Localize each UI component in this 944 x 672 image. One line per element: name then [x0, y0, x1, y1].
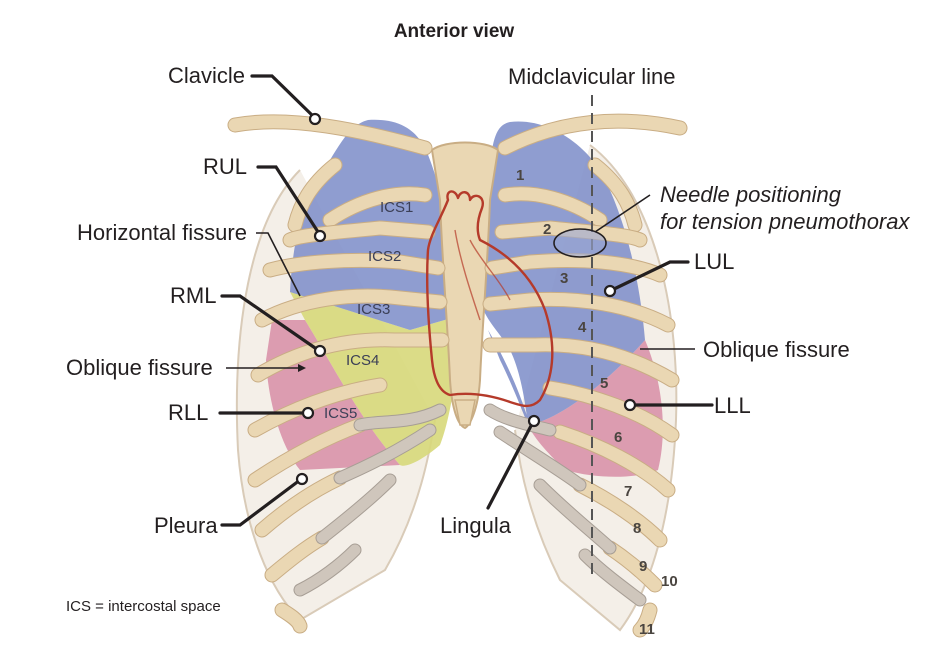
ics-label: ICS3 [357, 301, 390, 318]
label-rml: RML [170, 283, 216, 308]
label-lingula: Lingula [440, 513, 512, 538]
pleura-marker [295, 472, 309, 486]
xiphoid [454, 399, 476, 426]
lingula-leader [486, 420, 535, 510]
rib-number: 9 [639, 558, 647, 575]
clavicle-leader [250, 74, 317, 120]
needle-leader [594, 194, 651, 233]
label-clavicle: Clavicle [168, 63, 245, 88]
label-needle-line1: Needle positioning [660, 182, 842, 207]
rll-marker [301, 406, 315, 420]
label-rul: RUL [203, 154, 247, 179]
left-lower-lobe [528, 340, 663, 477]
label-rll: RLL [168, 400, 208, 425]
label-lul: LUL [694, 249, 734, 274]
rib-number: 7 [624, 483, 632, 500]
rib-number: 4 [578, 319, 587, 336]
lll-marker [623, 398, 637, 412]
label-horizontal-fissure: Horizontal fissure [77, 220, 247, 245]
diagram-title: Anterior view [394, 21, 515, 42]
right-clavicle [228, 115, 432, 155]
label-pleura: Pleura [154, 513, 218, 538]
rml-leader [220, 294, 320, 352]
rib-number: 1 [516, 167, 524, 184]
ics-label: ICS5 [324, 405, 357, 422]
pleura-leader [220, 478, 302, 527]
lul-leader [610, 260, 690, 292]
lingula-marker [527, 414, 541, 428]
rib-number: 8 [633, 520, 641, 537]
rib-number: 2 [543, 221, 551, 238]
lul-marker [603, 284, 617, 298]
rib-number: 11 [639, 621, 655, 638]
rul-leader [256, 165, 322, 237]
rml-marker [313, 344, 327, 358]
ics-label: ICS1 [380, 199, 413, 216]
label-needle-line2: for tension pneumothorax [660, 209, 910, 234]
label-oblique-fissure-left: Oblique fissure [703, 337, 850, 362]
right-costal-cartilage [293, 403, 447, 597]
heart-outline [426, 190, 554, 408]
rib-number: 6 [614, 429, 622, 446]
rul-marker [313, 229, 327, 243]
lingula-tip [488, 330, 540, 429]
label-oblique-fissure-right: Oblique fissure [66, 355, 213, 380]
left-ribs [482, 157, 680, 638]
horizontal-fissure-leader [256, 232, 301, 297]
heart-detail [454, 229, 511, 321]
rib-number: 10 [661, 573, 678, 590]
ics-label: ICS4 [346, 352, 379, 369]
needle-site-marker [553, 228, 607, 258]
footnote: ICS = intercostal space [66, 598, 221, 615]
label-midclavicular-line: Midclavicular line [508, 64, 676, 89]
ics-label: ICS2 [368, 248, 401, 265]
label-lll: LLL [714, 393, 751, 418]
left-clavicle [498, 114, 687, 155]
clavicle-marker [308, 112, 322, 126]
rib-number: 3 [560, 270, 568, 287]
left-costal-cartilage [483, 403, 647, 607]
right-ribs [247, 157, 450, 634]
oblique-fissure-right-arrow [298, 364, 306, 372]
rib-number: 5 [600, 375, 608, 392]
